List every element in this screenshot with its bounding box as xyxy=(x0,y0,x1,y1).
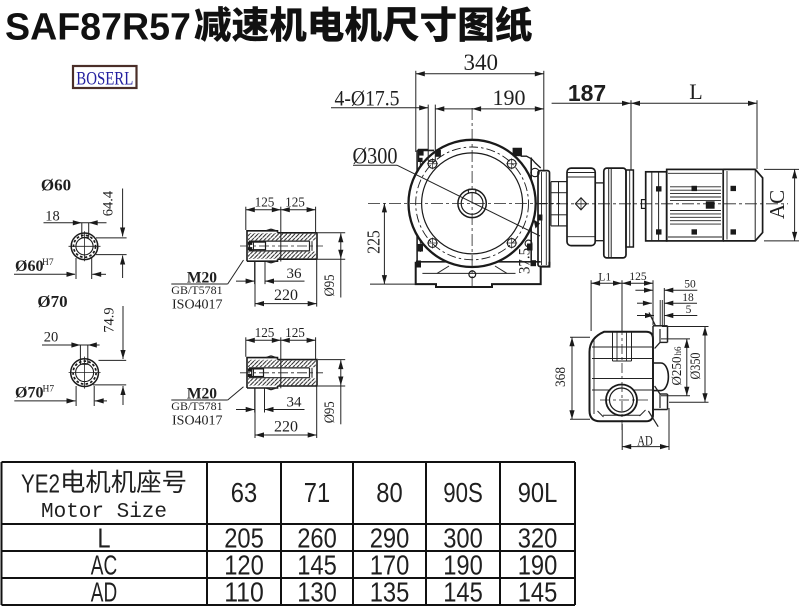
svg-text:145: 145 xyxy=(518,577,558,608)
svg-text:300: 300 xyxy=(443,523,483,554)
svg-text:120: 120 xyxy=(224,550,264,581)
svg-text:H7: H7 xyxy=(43,385,55,395)
svg-text:L1: L1 xyxy=(598,272,611,284)
svg-text:130: 130 xyxy=(297,577,337,608)
svg-text:18: 18 xyxy=(45,209,60,225)
svg-text:125: 125 xyxy=(629,271,647,283)
svg-text:YE2: YE2 xyxy=(21,469,60,499)
svg-text:63: 63 xyxy=(231,477,257,508)
svg-text:135: 135 xyxy=(370,577,410,608)
svg-text:190: 190 xyxy=(518,550,558,581)
svg-text:220: 220 xyxy=(274,287,298,304)
svg-text:125: 125 xyxy=(285,325,305,340)
svg-text:H7: H7 xyxy=(42,258,54,268)
svg-text:18: 18 xyxy=(682,292,694,304)
svg-text:110: 110 xyxy=(224,577,264,608)
svg-text:GB/T5781: GB/T5781 xyxy=(171,399,222,413)
svg-text:187: 187 xyxy=(568,80,606,106)
svg-text:71: 71 xyxy=(304,477,330,508)
svg-text:L: L xyxy=(689,79,702,104)
svg-text:AC: AC xyxy=(765,190,789,219)
svg-text:AD: AD xyxy=(91,577,117,608)
svg-text:GB/T5781: GB/T5781 xyxy=(171,283,222,297)
svg-text:64.4: 64.4 xyxy=(101,190,117,216)
svg-text:205: 205 xyxy=(224,523,264,554)
svg-text:50: 50 xyxy=(684,279,696,291)
svg-text:260: 260 xyxy=(297,523,337,554)
svg-text:ISO4017: ISO4017 xyxy=(172,414,223,429)
svg-text:190: 190 xyxy=(443,550,483,581)
svg-text:190: 190 xyxy=(493,85,526,110)
svg-text:Ø95: Ø95 xyxy=(322,401,338,423)
svg-text:90S: 90S xyxy=(443,477,483,508)
svg-text:220: 220 xyxy=(274,419,298,436)
svg-text:AD: AD xyxy=(637,434,653,450)
svg-text:290: 290 xyxy=(370,523,410,554)
svg-text:5: 5 xyxy=(686,304,692,316)
svg-text:L: L xyxy=(97,523,110,554)
svg-text:368: 368 xyxy=(553,367,569,387)
svg-text:ISO4017: ISO4017 xyxy=(172,298,223,313)
svg-text:125: 125 xyxy=(255,195,275,210)
svg-text:M20: M20 xyxy=(187,386,217,403)
svg-text:34: 34 xyxy=(287,395,303,411)
svg-text:36: 36 xyxy=(287,266,303,282)
svg-text:37.5: 37.5 xyxy=(517,248,534,274)
svg-text:M20: M20 xyxy=(187,270,217,287)
svg-text:145: 145 xyxy=(297,550,337,581)
svg-text:Ø350: Ø350 xyxy=(688,353,704,380)
svg-text:AC: AC xyxy=(91,550,117,581)
svg-text:340: 340 xyxy=(464,50,499,75)
svg-text:Ø250: Ø250 xyxy=(670,357,685,386)
svg-text:125: 125 xyxy=(255,325,275,340)
svg-text:320: 320 xyxy=(518,523,558,554)
svg-text:20: 20 xyxy=(44,330,59,346)
svg-text:225: 225 xyxy=(364,230,384,254)
svg-text:145: 145 xyxy=(443,577,483,608)
svg-text:SAF87R57: SAF87R57 xyxy=(5,6,191,48)
svg-text:80: 80 xyxy=(376,477,402,508)
svg-text:Ø70: Ø70 xyxy=(15,385,43,402)
svg-text:Ø60: Ø60 xyxy=(15,258,43,275)
svg-text:BOSERL: BOSERL xyxy=(76,68,133,89)
svg-text:Motor Size: Motor Size xyxy=(41,501,167,524)
svg-text:74.9: 74.9 xyxy=(102,307,118,332)
svg-text:Ø95: Ø95 xyxy=(322,275,338,297)
svg-text:125: 125 xyxy=(285,195,305,210)
svg-text:4-Ø17.5: 4-Ø17.5 xyxy=(335,86,400,111)
svg-text:h6: h6 xyxy=(673,346,683,356)
svg-text:170: 170 xyxy=(370,550,410,581)
svg-text:Ø300: Ø300 xyxy=(353,144,398,169)
svg-text:Ø60: Ø60 xyxy=(41,176,71,195)
svg-text:90L: 90L xyxy=(518,477,558,508)
svg-text:Ø70: Ø70 xyxy=(37,292,67,311)
